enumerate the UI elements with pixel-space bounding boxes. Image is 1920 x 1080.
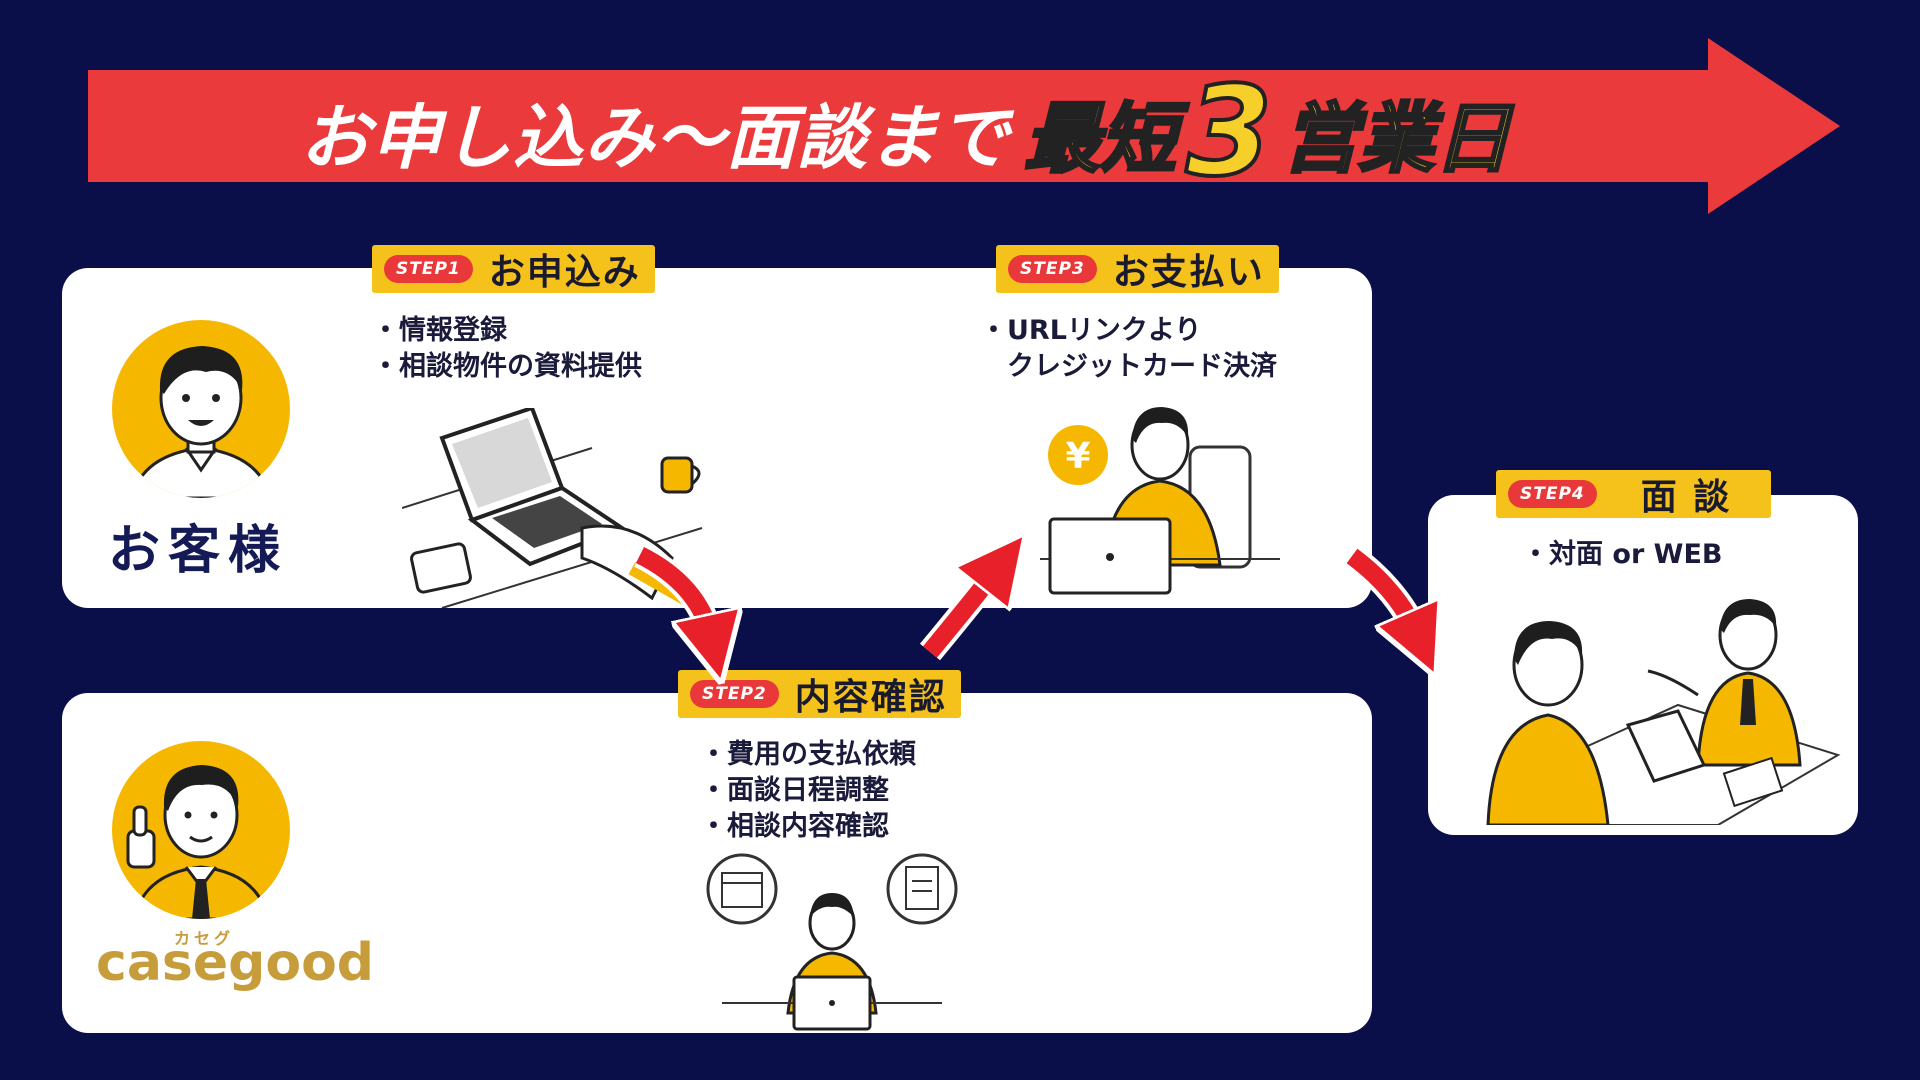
step2-bullet: 相談内容確認 bbox=[700, 809, 916, 845]
banner-headline: お申し込み〜面談まで 最短 3 営業日 bbox=[300, 60, 1512, 204]
timeline-arrow-banner bbox=[88, 38, 1840, 214]
step1-bullet: 情報登録 bbox=[372, 313, 642, 349]
yen-icon: ¥ bbox=[1065, 436, 1090, 477]
step3-title: お支払い bbox=[1112, 252, 1265, 293]
curved-arrow-icon bbox=[1346, 548, 1418, 636]
step4-title: 面 談 bbox=[1640, 477, 1732, 518]
banner-highlight-prefix: 最短 bbox=[1023, 93, 1178, 185]
step2-bullets: 費用の支払依頼 面談日程調整 相談内容確認 bbox=[700, 737, 916, 845]
step3-bullet: URLリンクより bbox=[980, 313, 1277, 349]
step3-bullets: URLリンクより クレジットカード決済 bbox=[980, 313, 1277, 385]
banner-highlight-number: 3 bbox=[1184, 60, 1274, 204]
step1-tag: STEP1 お申込み bbox=[372, 245, 655, 293]
step1-title: お申込み bbox=[488, 252, 641, 293]
step3-tag: STEP3 お支払い bbox=[996, 245, 1279, 293]
meeting-panel bbox=[1428, 495, 1858, 835]
banner-arrow-shape bbox=[88, 38, 1840, 214]
step3-pill: STEP3 bbox=[1008, 255, 1097, 283]
step1-bullet: 相談物件の資料提供 bbox=[372, 349, 642, 385]
company-staff-avatar bbox=[112, 741, 290, 919]
banner-highlight-suffix: 営業日 bbox=[1281, 93, 1512, 185]
laptop-typing-illustration bbox=[402, 408, 706, 608]
step4-tag: STEP4 面 談 bbox=[1496, 470, 1772, 518]
step1-pill: STEP1 bbox=[384, 255, 473, 283]
step2-bullet: 面談日程調整 bbox=[700, 773, 916, 809]
step4-bullets: 対面 or WEB bbox=[1522, 537, 1722, 573]
banner-main-text: お申し込み〜面談まで bbox=[300, 96, 1010, 179]
casegood-logo: casegood bbox=[96, 933, 375, 993]
customer-avatar-icon bbox=[130, 346, 272, 498]
staff-desk-illustration bbox=[706, 853, 958, 1031]
meeting-illustration bbox=[1486, 599, 1841, 825]
curved-arrow-icon bbox=[635, 546, 712, 640]
step1-bullets: 情報登録 相談物件の資料提供 bbox=[372, 313, 642, 385]
curved-arrow-icon bbox=[923, 568, 998, 658]
payment-illustration: ¥ bbox=[1040, 407, 1280, 595]
step4-pill: STEP4 bbox=[1508, 480, 1597, 508]
step4-bullet: 対面 or WEB bbox=[1522, 537, 1722, 573]
step2-title: 内容確認 bbox=[794, 677, 947, 718]
customer-avatar bbox=[112, 320, 290, 498]
step2-bullet: 費用の支払依頼 bbox=[700, 737, 916, 773]
customer-role-label: お客様 bbox=[108, 521, 289, 581]
logo-ruby-text: カセグ bbox=[174, 929, 235, 948]
step3-bullet: クレジットカード決済 bbox=[1007, 351, 1277, 382]
